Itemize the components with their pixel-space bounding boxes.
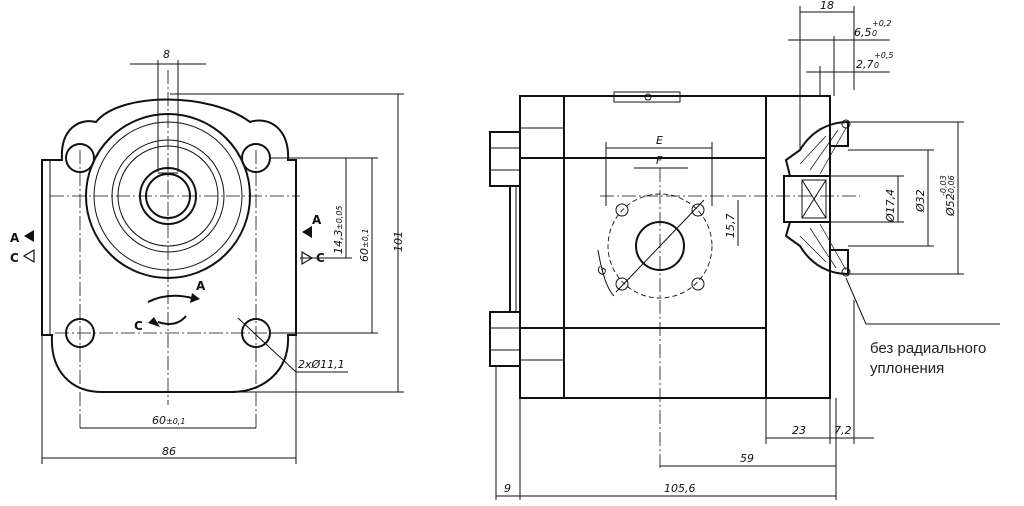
dim174-text: Ø17,4 xyxy=(884,189,897,223)
dim18-text: 18 xyxy=(820,0,834,12)
port-screw-2 xyxy=(691,203,705,217)
dim101-text: 101 xyxy=(392,231,405,252)
dim9-text: 9 xyxy=(504,482,511,495)
dimG-text: G xyxy=(595,265,610,277)
front-hole-bottom-left xyxy=(65,318,95,348)
side-label-plate-mark xyxy=(644,93,652,101)
rotation-label-c: C xyxy=(134,319,143,333)
front-shaft xyxy=(145,173,191,219)
port-left-a-label: A xyxy=(10,231,20,245)
dim27-tol-up: +0,5 xyxy=(874,51,893,60)
note-line1: без радиального xyxy=(870,340,986,357)
front-boss-ring2 xyxy=(111,139,225,253)
dim27-text: 2,7 xyxy=(856,58,874,71)
dim60v-text: 60 xyxy=(358,248,371,262)
dim65-tol-up: +0,2 xyxy=(872,19,891,28)
hub-hatch-2 xyxy=(809,129,839,171)
hub-hatch-3 xyxy=(819,127,847,175)
dim59-text: 59 xyxy=(740,452,754,465)
hub-section-bottom xyxy=(784,221,849,276)
front-flange-outline xyxy=(41,98,297,393)
dim23-text: 23 xyxy=(792,424,806,437)
dimE-text: E xyxy=(656,134,663,147)
dimG-arc xyxy=(597,249,615,297)
hub-section xyxy=(784,120,849,177)
front-boss-ring1 xyxy=(93,121,243,271)
port-screw-3 xyxy=(615,277,629,291)
dim52-tol-up: -0,03 xyxy=(939,175,948,196)
hub-seal-bottom xyxy=(841,267,851,277)
port-left-a-marker xyxy=(24,230,34,242)
dim14-tol: ±0,05 xyxy=(335,205,344,230)
dim52-text: Ø52 xyxy=(944,193,957,217)
dim72-text: 7,2 xyxy=(834,424,852,437)
side-shaft xyxy=(783,175,831,223)
rotation-label-a: A xyxy=(196,279,206,293)
dim8-text: 8 xyxy=(163,48,170,61)
side-flange xyxy=(765,95,831,399)
hub-seal-top xyxy=(841,119,851,129)
side-label-plate xyxy=(613,91,681,103)
holes-label: 2xØ11,1 xyxy=(298,358,345,371)
rotation-arrow-a xyxy=(147,294,193,303)
dim14-text: 14,3 xyxy=(332,230,345,255)
rotation-arrowhead-a xyxy=(190,293,200,303)
note-line2: уплонения xyxy=(870,360,944,377)
dimF-text: F xyxy=(656,154,663,167)
side-shaft-key xyxy=(801,179,827,219)
dim52-tol-dn: -0,06 xyxy=(947,175,956,196)
hub-hatch-1 xyxy=(799,135,827,165)
port-screw-1 xyxy=(615,203,629,217)
port-right-a-label: A xyxy=(312,213,322,227)
dim65-tol-dn: 0 xyxy=(872,29,877,38)
bolt-top-head xyxy=(489,131,521,187)
front-hole-top-left xyxy=(65,143,95,173)
hub-hatch-6 xyxy=(819,223,847,271)
dim65-text: 6,5 xyxy=(854,26,872,39)
side-body xyxy=(519,95,767,399)
port-screw-4 xyxy=(691,277,705,291)
front-boss-ring3 xyxy=(117,145,219,247)
port-diag xyxy=(615,199,705,293)
dim157-text: 15,7 xyxy=(724,214,737,239)
dim60v-tol: ±0,1 xyxy=(361,229,370,248)
side-view: E F 15,7 G 18 6,5 +0,2 0 xyxy=(489,0,1000,500)
rotation-arrowhead-c xyxy=(148,317,160,327)
dim60h-tol: ±0,1 xyxy=(166,417,185,426)
dim1056-text: 105,6 xyxy=(664,482,696,495)
front-shaft-seat xyxy=(139,167,197,225)
hub-hatch-4 xyxy=(799,235,827,263)
port-left-c-label: C xyxy=(10,251,19,265)
port-right-a-marker xyxy=(302,226,312,238)
bolt-bottom-head xyxy=(489,311,521,367)
side-shaft-x2 xyxy=(801,179,827,219)
front-view: A C A C A C 8 60 ±0,1 86 101 xyxy=(10,48,405,464)
dim27-tol-dn: 0 xyxy=(874,61,879,70)
rotation-arrow-c xyxy=(157,315,187,325)
holes-leader xyxy=(237,317,297,373)
dim32-text: Ø32 xyxy=(914,189,927,213)
front-boss-outer xyxy=(85,113,251,279)
dim86-text: 86 xyxy=(162,445,176,458)
hub-hatch-5 xyxy=(809,227,837,269)
port-left-c-marker xyxy=(22,248,35,264)
dim60h-text: 60 xyxy=(152,414,166,427)
note-leader xyxy=(845,277,867,325)
